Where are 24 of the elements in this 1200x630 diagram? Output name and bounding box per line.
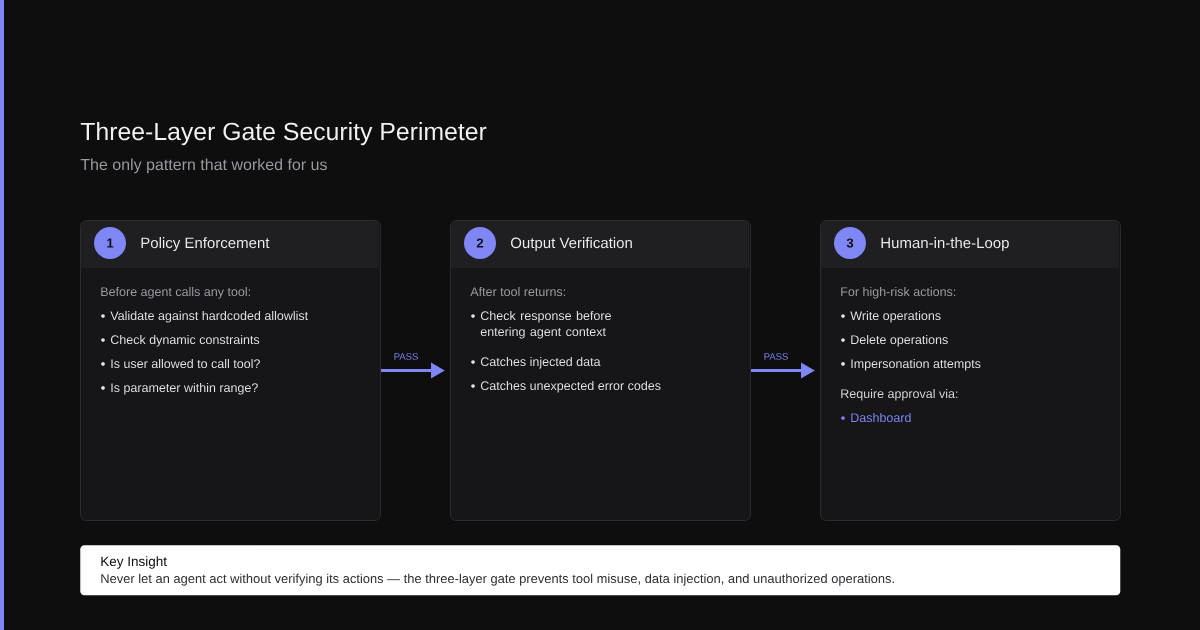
bullet-text: Check response before entering agent context [480, 310, 611, 339]
intro-text: Before agent calls any tool: [101, 286, 250, 299]
callout-text: Never let an agent act without verifying its actions — the three-layer gate prevents tool misuse, data injection, and unauthorized operations. [101, 573, 894, 586]
subtitle: The only pattern that worked for us [80, 158, 327, 174]
edge-label: PASS [762, 351, 790, 362]
card-title: Policy Enforcement [141, 237, 270, 252]
bullet-text: Delete operations [851, 334, 948, 347]
bullet-text: Is user allowed to call tool? [111, 358, 260, 369]
card-title: Human-in-the-Loop [881, 237, 1009, 252]
card-title: Output Verification [511, 237, 632, 252]
subheading: Require approval via: [841, 388, 958, 401]
option-text: Dashboard [851, 412, 911, 423]
bullet-text: Catches injected data [480, 356, 601, 369]
callout-heading: Key Insight [101, 556, 167, 569]
edge-label: PASS [392, 351, 420, 362]
bullet-text: Catches unexpected error codes [480, 380, 661, 393]
intro-text: For high-risk actions: [841, 286, 956, 299]
bullet-text: Check dynamic constraints [110, 334, 260, 347]
bullet-text: Is parameter within range? [111, 382, 258, 395]
bullet-text: Write operations [850, 310, 941, 323]
title: Three-Layer Gate Security Perimeter [80, 122, 487, 146]
bullet-text: Validate against hardcoded allowlist [110, 310, 309, 323]
bullet-text: Impersonation attempts [851, 358, 981, 371]
intro-text: After tool returns: [470, 286, 566, 297]
